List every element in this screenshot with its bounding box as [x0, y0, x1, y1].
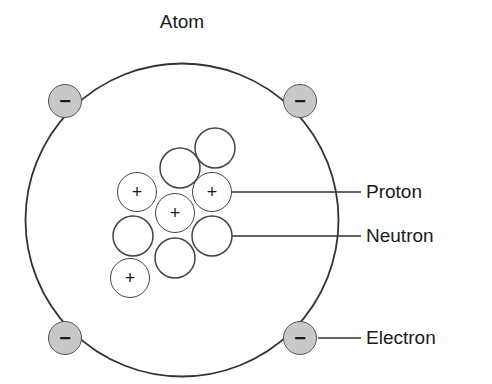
- proton-circle: +: [110, 258, 150, 298]
- leader-line: [232, 191, 361, 193]
- electron-circle: −: [283, 84, 317, 118]
- atom-circle: Atom−−++++−−: [24, 62, 340, 378]
- electron-circle: −: [48, 321, 82, 355]
- neutron-circle: [195, 128, 235, 168]
- leader-lines: [232, 192, 361, 338]
- charge-sign: −: [59, 328, 71, 348]
- charge-sign: +: [170, 204, 181, 222]
- electron-circle: −: [48, 84, 82, 118]
- part-label: Proton: [366, 182, 422, 203]
- charge-sign: +: [132, 183, 143, 201]
- part-label: Electron: [366, 328, 436, 349]
- leader-line: [318, 337, 361, 339]
- atom-title: Atom: [24, 12, 340, 31]
- neutron-particles: [113, 128, 235, 278]
- charge-sign: +: [207, 183, 218, 201]
- part-label: Neutron: [366, 226, 434, 247]
- neutron-circle: [155, 238, 195, 278]
- proton-circle: +: [192, 172, 232, 212]
- leader-line: [232, 235, 361, 237]
- charge-sign: +: [125, 269, 136, 287]
- charge-sign: −: [294, 328, 306, 348]
- atom-border: [26, 64, 339, 377]
- charge-sign: −: [294, 91, 306, 111]
- proton-circle: +: [117, 172, 157, 212]
- electron-circle: −: [283, 321, 317, 355]
- neutron-circle: [192, 216, 232, 256]
- charge-sign: −: [59, 91, 71, 111]
- proton-circle: +: [155, 193, 195, 233]
- neutron-circle: [113, 216, 153, 256]
